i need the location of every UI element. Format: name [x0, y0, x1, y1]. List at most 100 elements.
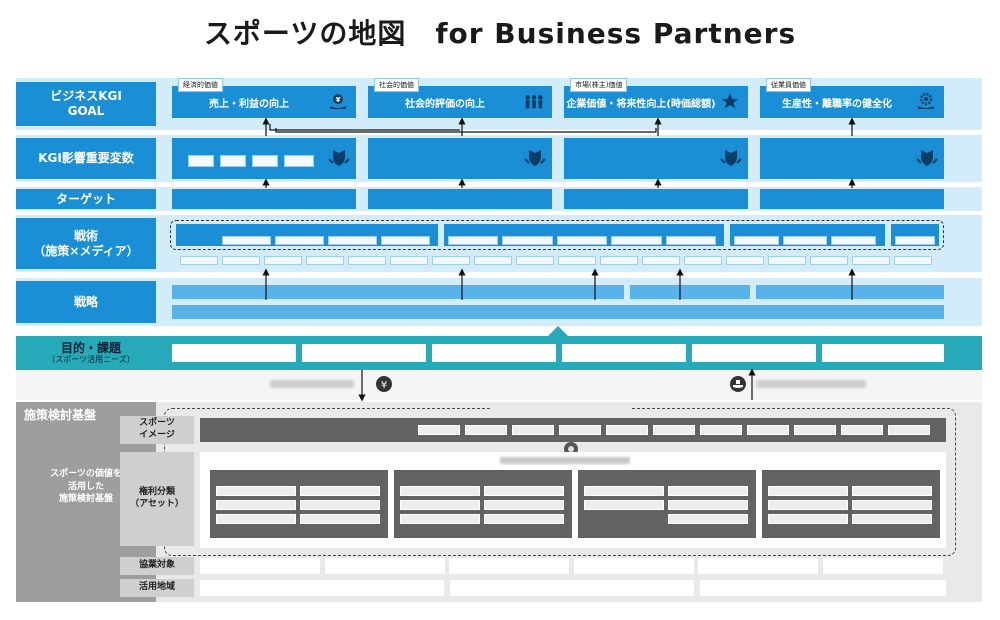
kgi-label: KGI影響重要変数 — [38, 151, 134, 165]
placeholder-chip — [222, 236, 271, 245]
goal-text-social: 社会的評価の向上 — [405, 98, 485, 110]
strategy-block-bottom — [172, 305, 944, 319]
placeholder-chip — [400, 500, 480, 510]
placeholder-chip — [264, 256, 302, 265]
purpose-label-line1: 目的・課題 — [60, 341, 121, 355]
goal-card-market: 市場(株主)価値 企業価値・将来性向上(時価総額) — [564, 78, 748, 118]
placeholder-chip — [448, 236, 499, 245]
placeholder-chip — [573, 558, 694, 574]
base-dashed-title — [490, 404, 630, 412]
kgi-sub-4 — [284, 155, 314, 167]
goal-text-employee: 生産性・離職率の健全化 — [782, 98, 892, 110]
partner-label-text: 協業対象 — [138, 560, 175, 571]
goal-label-line2: GOAL — [67, 104, 105, 118]
base-desc-line3: 施策検討基盤 — [58, 494, 113, 505]
purpose-row-label: 目的・課題 （スポーツ活用ニーズ） — [16, 338, 166, 368]
placeholder-chip — [852, 500, 932, 510]
sports-image-line2: イメージ — [139, 430, 175, 440]
placeholder-chip — [698, 558, 818, 574]
placeholder-chip — [841, 425, 883, 435]
placeholder-chip — [668, 486, 748, 496]
goal-text-market: 企業価値・将来性向上(時価総額) — [566, 98, 716, 110]
goal-card-social: 社会的価値 社会的評価の向上 — [368, 78, 552, 118]
goal-tag-market: 市場(株主)価値 — [570, 78, 628, 92]
purpose-chip-5 — [692, 344, 816, 362]
gear-hand-icon — [916, 92, 936, 112]
target-block-2 — [368, 189, 552, 209]
goal-tag-social: 社会的価値 — [374, 78, 419, 92]
target-block-4 — [760, 189, 944, 209]
connector-text-right — [756, 380, 866, 388]
placeholder-chip — [768, 256, 806, 265]
placeholder-chip — [381, 236, 430, 245]
placeholder-chip — [474, 256, 512, 265]
placeholder-chip — [747, 425, 789, 435]
placeholder-chip — [584, 486, 664, 496]
purpose-chip-4 — [562, 344, 686, 362]
shield-hand-icon — [328, 147, 350, 169]
purpose-label-line2: （スポーツ活用ニーズ） — [47, 355, 135, 365]
strategy-block-mid — [630, 285, 750, 299]
placeholder-chip — [512, 425, 554, 435]
placeholder-chip — [668, 500, 748, 510]
placeholder-chip — [300, 486, 380, 496]
goal-text-economic: 売上・利益の向上 — [209, 98, 289, 110]
connector-text-left — [270, 380, 354, 388]
placeholder-chip — [831, 236, 876, 245]
sports-image-line1: スポーツ — [139, 418, 175, 429]
placeholder-chip — [700, 425, 742, 435]
placeholder-chip — [348, 256, 386, 265]
partner-label: 協業対象 — [120, 557, 194, 575]
placeholder-chip — [328, 236, 377, 245]
shield-hand-icon — [524, 147, 546, 169]
target-label: ターゲット — [55, 191, 116, 206]
placeholder-chip — [300, 514, 380, 524]
placeholder-chip — [684, 256, 722, 265]
placeholder-chip — [418, 425, 460, 435]
hand-circle-icon — [728, 374, 748, 394]
placeholder-chip — [484, 514, 564, 524]
placeholder-chip — [484, 500, 564, 510]
placeholder-chip — [810, 256, 848, 265]
people-icon — [524, 92, 544, 112]
kgi-sub-1 — [188, 155, 214, 167]
goal-card-employee: 従業員価値 生産性・離職率の健全化 — [760, 78, 944, 118]
placeholder-chip — [502, 236, 553, 245]
placeholder-chip — [782, 236, 828, 245]
target-block-3 — [564, 189, 748, 209]
shield-hand-icon — [916, 147, 938, 169]
placeholder-chip — [611, 236, 662, 245]
base-description: スポーツの価値を 活用した 施策検討基盤 — [16, 468, 156, 506]
rights-line2: （アセット） — [130, 499, 184, 509]
placeholder-chip — [665, 236, 716, 245]
base-label: 施策検討基盤 — [24, 408, 97, 422]
placeholder-chip — [852, 256, 890, 265]
base-desc-line2: 活用した — [67, 481, 104, 492]
placeholder-chip — [216, 486, 296, 496]
placeholder-chip — [559, 425, 601, 435]
placeholder-chip — [449, 558, 569, 574]
placeholder-chip — [222, 256, 260, 265]
purpose-chip-6 — [822, 344, 944, 362]
target-row-label: ターゲット — [16, 189, 156, 209]
placeholder-chip — [400, 486, 480, 496]
placeholder-chip — [895, 236, 935, 245]
placeholder-chip — [852, 514, 932, 524]
strategy-row-label: 戦略 — [16, 281, 156, 323]
strategy-block-right — [756, 285, 944, 299]
purpose-pointer — [548, 326, 568, 336]
page-title: スポーツの地図 for Business Partners — [203, 17, 797, 50]
placeholder-chip — [888, 425, 930, 435]
shield-hand-icon — [720, 147, 742, 169]
placeholder-chip — [465, 425, 507, 435]
placeholder-chip — [653, 425, 695, 435]
placeholder-chip — [668, 514, 748, 524]
region-chip-3 — [700, 580, 946, 596]
placeholder-chip — [726, 256, 764, 265]
placeholder-chip — [516, 256, 554, 265]
placeholder-chip — [768, 500, 848, 510]
placeholder-chip — [200, 558, 320, 574]
placeholder-chip — [794, 425, 836, 435]
kgi-row-label: KGI影響重要変数 — [16, 138, 156, 179]
svg-text:¥: ¥ — [381, 380, 387, 391]
